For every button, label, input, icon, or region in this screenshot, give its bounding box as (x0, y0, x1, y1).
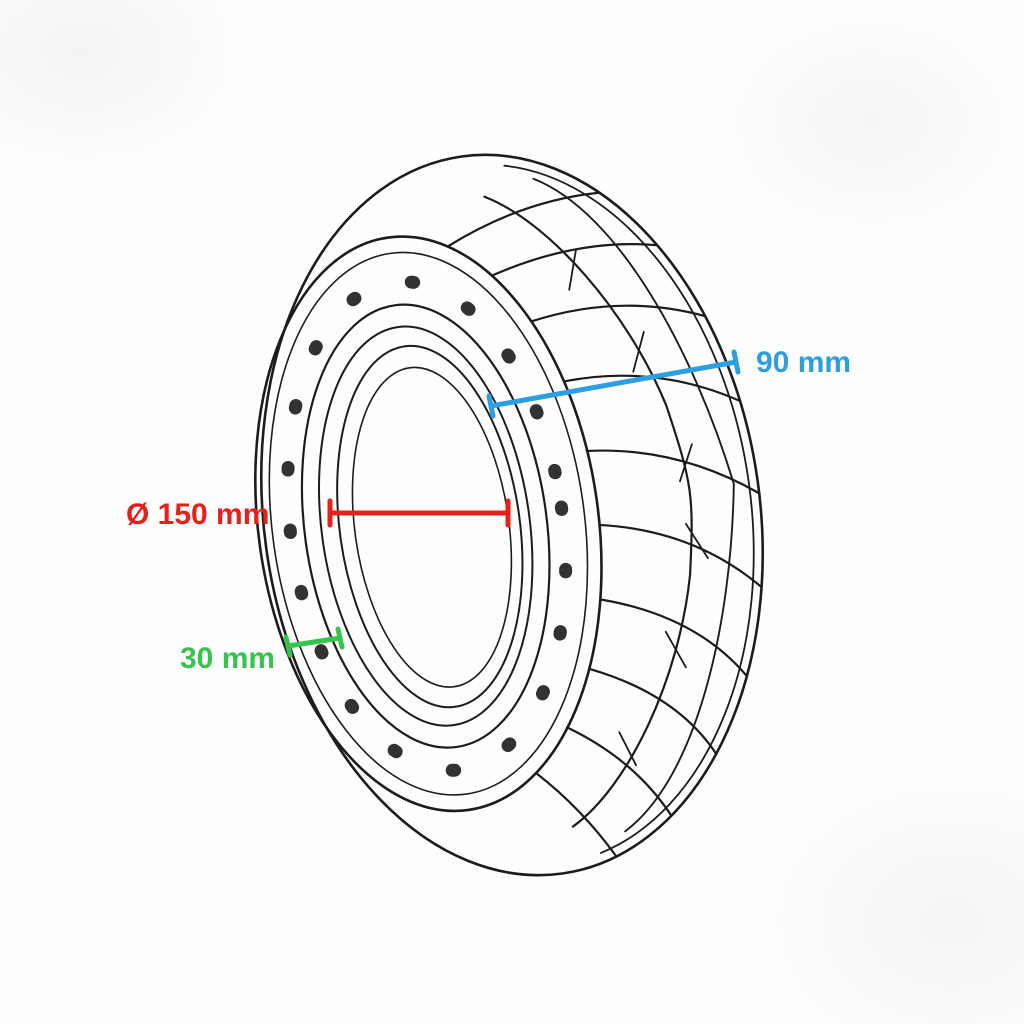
tread-width-tick-start (486, 393, 496, 419)
rim-inner-ring (317, 325, 534, 727)
tread-groove (491, 243, 658, 277)
sidewall-outline (254, 235, 603, 813)
sidewall-width-tick-start (283, 634, 293, 658)
sidewall-width-label: 30 mm (180, 642, 275, 675)
sidewall-width-dimension-line (285, 635, 343, 649)
rim-tick-ring (281, 275, 573, 777)
tread-width-label: 90 mm (756, 346, 851, 379)
tire-outer-outline (259, 153, 765, 877)
tread-groove (535, 772, 618, 858)
tread-groove (588, 667, 718, 756)
sidewall-width-tick-end (335, 626, 345, 650)
tread-width-tick-end (731, 349, 741, 375)
hub-bore-outer (336, 344, 524, 709)
hub-bore-inner (351, 366, 513, 688)
sidewall-inner-line (268, 251, 589, 796)
tread-width-dimension-line (488, 359, 739, 409)
tread-block-connector (632, 330, 645, 373)
tread-block-connector (679, 443, 693, 483)
rim-diameter-label: Ø 150 mm (126, 498, 269, 531)
rim-diameter-dimension (327, 498, 511, 528)
tread-block-connector (618, 731, 637, 767)
rim-outer-ring (300, 303, 551, 749)
tread-groove (585, 449, 761, 495)
tread-groove (598, 523, 763, 589)
tread-shoulder-line (503, 164, 755, 854)
tread-groove (446, 191, 601, 248)
tread-groove (530, 304, 707, 323)
tread-center-groove (483, 195, 693, 828)
tread-block-connector (664, 630, 687, 669)
tire-illustration (254, 153, 765, 877)
tread-block-connector (568, 249, 577, 291)
tread-shoulder-groove (532, 177, 735, 833)
tread-block-connector (685, 522, 709, 560)
sidewall-width-dimension (283, 626, 345, 658)
tread-groove (565, 726, 673, 817)
tread-groove (599, 598, 748, 678)
tread-width-dimension (486, 349, 741, 419)
